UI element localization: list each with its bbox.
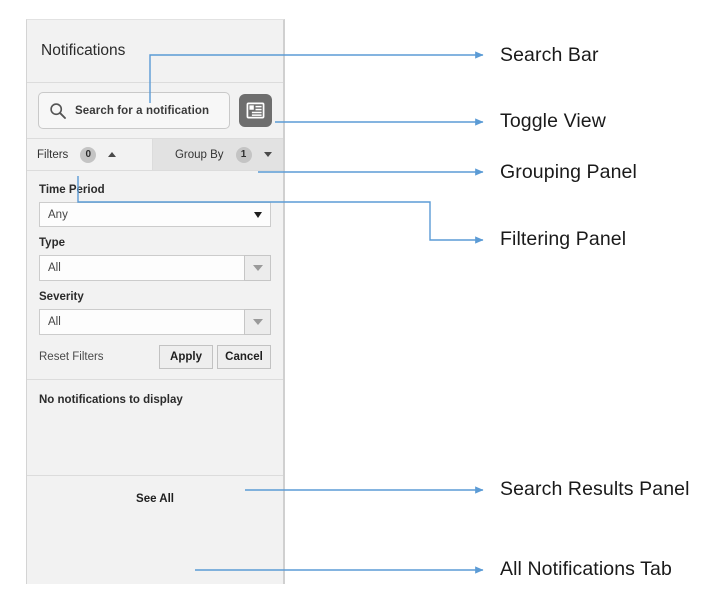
widget-header: Notifications <box>27 20 283 83</box>
time-period-select[interactable]: Any <box>39 202 271 227</box>
page-title: Notifications <box>41 42 126 59</box>
annotation-filtering-panel: Filtering Panel <box>500 228 627 250</box>
time-period-value: Any <box>48 208 68 221</box>
type-select[interactable]: All <box>39 255 271 281</box>
annotation-grouping-panel: Grouping Panel <box>500 161 637 183</box>
all-notifications-tab[interactable]: See All <box>27 476 283 534</box>
tab-filters-label: Filters <box>37 148 69 161</box>
see-all-label: See All <box>136 493 174 505</box>
filtering-panel: Time Period Any Type All Severity All Re… <box>27 171 283 380</box>
filter-actions: Reset Filters Apply Cancel <box>39 345 271 369</box>
search-placeholder-text: Search for a notification <box>75 104 210 117</box>
tab-group-by-label: Group By <box>174 148 224 161</box>
search-icon <box>50 102 66 119</box>
search-bar-row: Search for a notification <box>27 83 283 139</box>
tab-filters-count: 0 <box>80 146 97 163</box>
caret-down-icon[interactable] <box>263 152 272 157</box>
tab-filters[interactable]: Filters 0 <box>27 139 153 170</box>
annotation-search-results-panel: Search Results Panel <box>500 478 690 500</box>
severity-dropdown-button[interactable] <box>244 309 271 335</box>
toggle-view-button[interactable] <box>239 94 272 127</box>
type-value: All <box>48 262 61 274</box>
empty-state-message: No notifications to display <box>39 394 183 406</box>
chevron-down-icon <box>252 265 263 271</box>
search-results-panel: No notifications to display <box>27 380 283 476</box>
toggle-view-icon <box>246 102 265 119</box>
cancel-button[interactable]: Cancel <box>217 345 271 369</box>
annotation-search-bar: Search Bar <box>500 44 599 66</box>
apply-button[interactable]: Apply <box>159 345 213 369</box>
reset-filters-link[interactable]: Reset Filters <box>39 351 104 363</box>
time-period-label: Time Period <box>39 184 105 196</box>
tab-group-by[interactable]: Group By 1 <box>152 139 283 170</box>
type-dropdown-button[interactable] <box>244 255 271 281</box>
chevron-down-icon <box>254 211 262 218</box>
severity-label: Severity <box>39 291 84 303</box>
search-input[interactable]: Search for a notification <box>38 92 230 129</box>
severity-select[interactable]: All <box>39 309 271 335</box>
annotation-all-notifications-tab: All Notifications Tab <box>500 558 672 580</box>
caret-up-icon[interactable] <box>108 152 117 157</box>
severity-value-box[interactable]: All <box>39 309 244 335</box>
notifications-widget: Notifications Search for a notification … <box>26 19 285 584</box>
annotation-toggle-view: Toggle View <box>500 110 606 132</box>
type-label: Type <box>39 237 65 249</box>
tab-group-by-count: 1 <box>235 146 252 163</box>
panel-tabs: Filters 0 Group By 1 <box>27 139 283 171</box>
type-value-box[interactable]: All <box>39 255 244 281</box>
severity-value: All <box>48 316 61 328</box>
chevron-down-icon <box>252 319 263 325</box>
